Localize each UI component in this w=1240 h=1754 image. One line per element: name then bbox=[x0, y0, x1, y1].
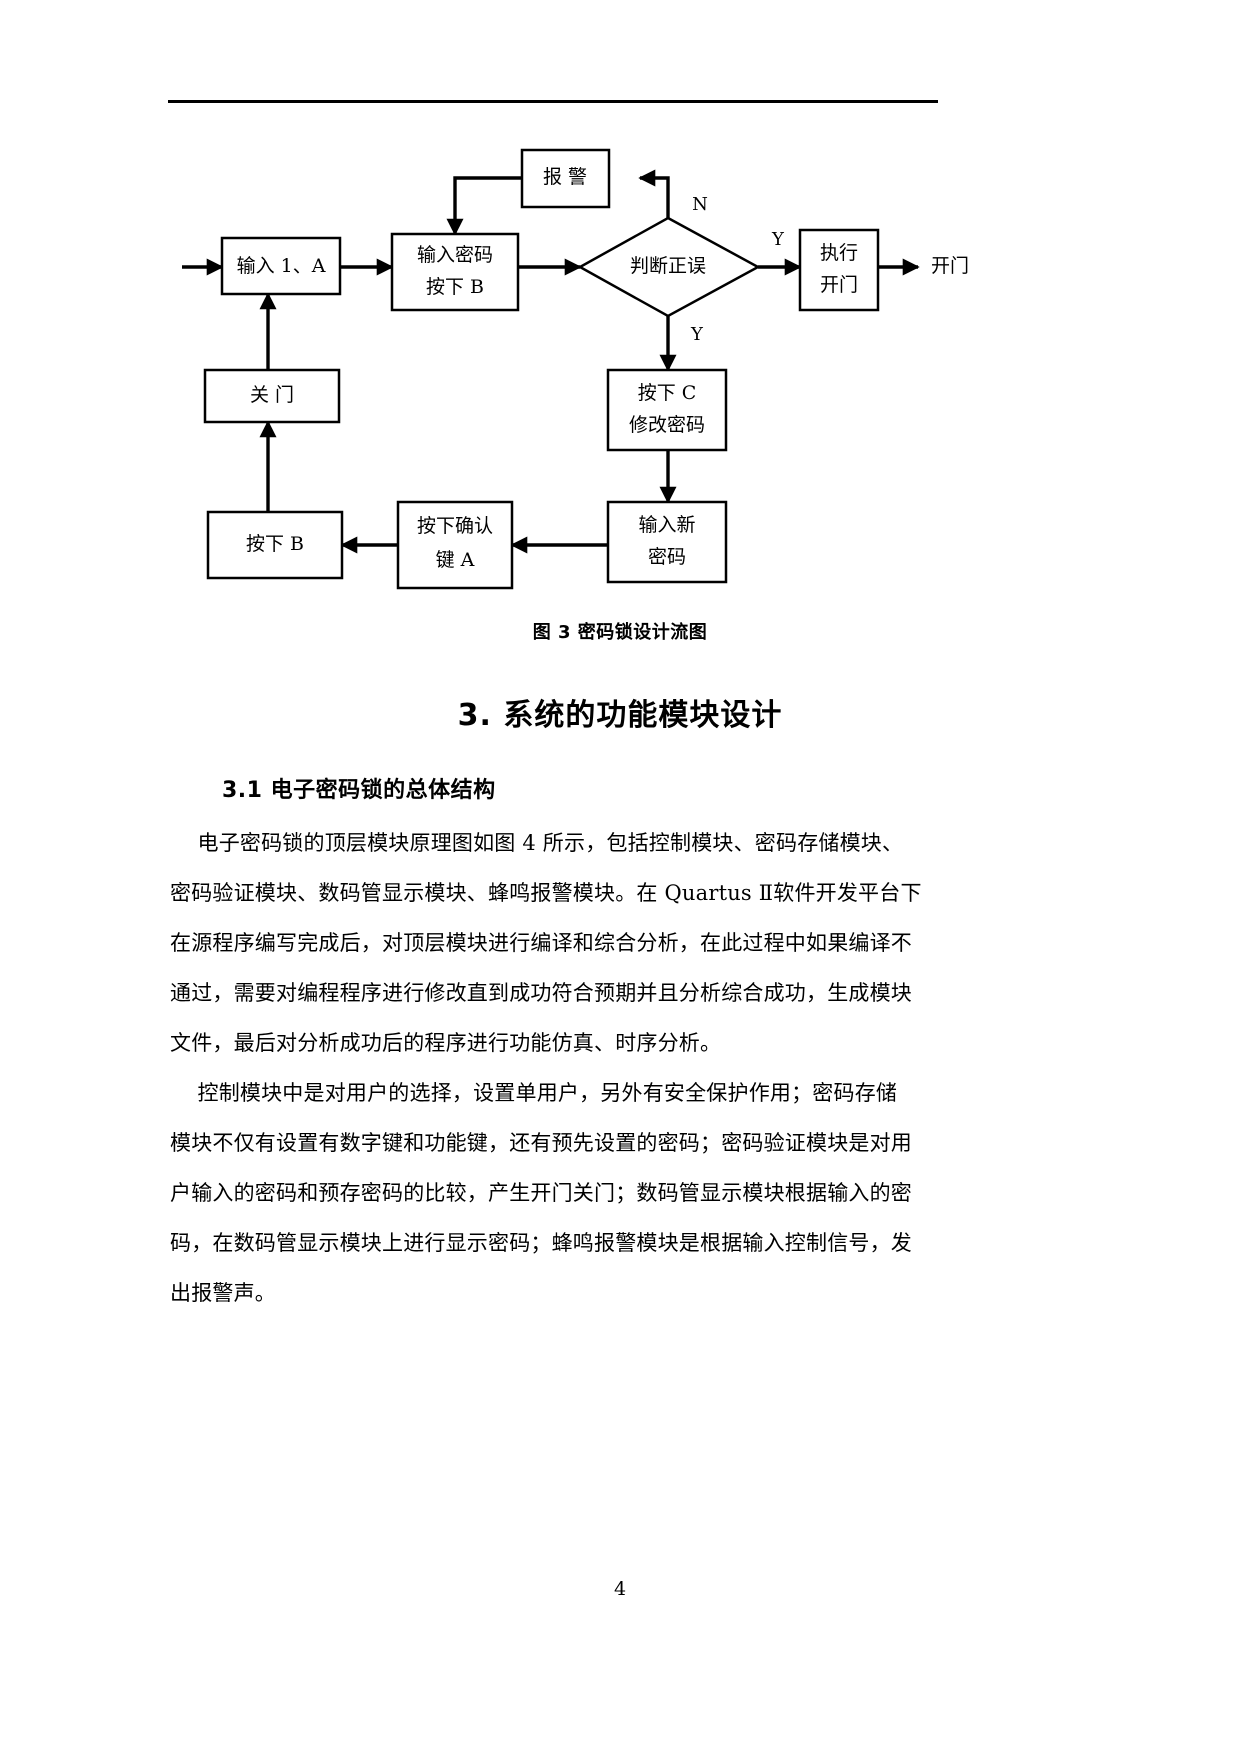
flow-node-input1a-label: 输入 1、A bbox=[237, 255, 326, 277]
flow-node-press-b-label: 按下 B bbox=[246, 533, 304, 555]
branch-label-no: N bbox=[692, 194, 708, 215]
flow-node-input-password: 输入密码 按下 B bbox=[390, 232, 520, 312]
flow-node-confirm-label1: 按下确认 bbox=[417, 515, 493, 537]
flow-node-input-new-label1: 输入新 bbox=[638, 514, 695, 536]
paragraph-2-line-5: 出报警声。 bbox=[170, 1281, 276, 1305]
flow-node-alarm-label: 报 警 bbox=[543, 166, 587, 188]
branch-label-yes-right: Y bbox=[771, 229, 785, 250]
paragraph-1: 电子密码锁的顶层模块原理图如图 4 所示，包括控制模块、密码存储模块、 密码验证… bbox=[170, 818, 1070, 1068]
flow-node-press-b: 按下 B bbox=[206, 510, 344, 580]
flow-node-execute-label2: 开门 bbox=[820, 274, 858, 296]
paragraph-1-line-1: 电子密码锁的顶层模块原理图如图 4 所示，包括控制模块、密码存储模块、 bbox=[170, 831, 904, 855]
connector-alarm-to-password bbox=[446, 176, 522, 236]
flow-node-press-c-label1: 按下 C bbox=[638, 382, 697, 404]
section-heading: 3. 系统的功能模块设计 bbox=[457, 698, 783, 733]
flow-node-input1a: 输入 1、A bbox=[220, 236, 342, 296]
flow-node-close-door-label: 关 门 bbox=[250, 384, 294, 406]
flow-terminal-open-door: 开门 bbox=[931, 255, 969, 277]
header-rule bbox=[168, 100, 938, 103]
flow-node-press-c-label2: 修改密码 bbox=[629, 414, 705, 436]
flow-node-judge-label: 判断正误 bbox=[630, 255, 706, 277]
paragraph-2-line-1: 控制模块中是对用户的选择，设置单用户，另外有安全保护作用；密码存储 bbox=[170, 1081, 898, 1105]
page-number: 4 bbox=[613, 1578, 627, 1600]
flow-node-input-password-label2: 按下 B bbox=[426, 276, 484, 298]
flowchart-figure: 输入 1、A 输入密码 按下 B 报 警 判断正误 执行 开门 开门 按下 C … bbox=[0, 130, 1240, 620]
flow-node-execute-label1: 执行 bbox=[820, 242, 858, 264]
branch-label-yes-down: Y bbox=[690, 324, 704, 345]
flow-node-input-password-label1: 输入密码 bbox=[417, 244, 493, 266]
subsection-heading: 3.1 电子密码锁的总体结构 bbox=[222, 778, 496, 803]
flow-node-press-c: 按下 C 修改密码 bbox=[606, 368, 728, 452]
paragraph-1-line-2: 密码验证模块、数码管显示模块、蜂鸣报警模块。在 Quartus Ⅱ软件开发平台下 bbox=[170, 881, 922, 905]
paragraph-1-line-5: 文件，最后对分析成功后的程序进行功能仿真、时序分析。 bbox=[170, 1031, 722, 1055]
paragraph-2-line-3: 户输入的密码和预存密码的比较，产生开门关门；数码管显示模块根据输入的密 bbox=[170, 1181, 912, 1205]
paragraph-1-line-3: 在源程序编写完成后，对顶层模块进行编译和综合分析，在此过程中如果编译不 bbox=[170, 931, 912, 955]
paragraph-1-line-4: 通过，需要对编程程序进行修改直到成功符合预期并且分析综合成功，生成模块 bbox=[170, 981, 912, 1005]
paragraph-2-line-4: 码，在数码管显示模块上进行显示密码；蜂鸣报警模块是根据输入控制信号，发 bbox=[170, 1231, 912, 1255]
flow-node-input-new-label2: 密码 bbox=[648, 546, 686, 568]
flow-node-alarm: 报 警 bbox=[520, 148, 611, 209]
flow-node-confirm-label2: 键 A bbox=[436, 549, 475, 571]
flow-node-close-door: 关 门 bbox=[203, 368, 341, 424]
connector-judge-to-alarm bbox=[638, 169, 670, 218]
flow-node-judge: 判断正误 bbox=[577, 216, 761, 318]
body-text: 电子密码锁的顶层模块原理图如图 4 所示，包括控制模块、密码存储模块、 密码验证… bbox=[170, 818, 1070, 1318]
flow-node-execute-open: 执行 开门 bbox=[798, 228, 880, 312]
paragraph-2-line-2: 模块不仅有设置有数字键和功能键，还有预先设置的密码；密码验证模块是对用 bbox=[170, 1131, 912, 1155]
flow-node-input-new-password: 输入新 密码 bbox=[606, 500, 728, 584]
paragraph-2: 控制模块中是对用户的选择，设置单用户，另外有安全保护作用；密码存储 模块不仅有设… bbox=[170, 1068, 1070, 1318]
flow-node-confirm-key-a: 按下确认 键 A bbox=[396, 500, 514, 590]
figure-caption: 图 3 密码锁设计流图 bbox=[532, 622, 708, 643]
